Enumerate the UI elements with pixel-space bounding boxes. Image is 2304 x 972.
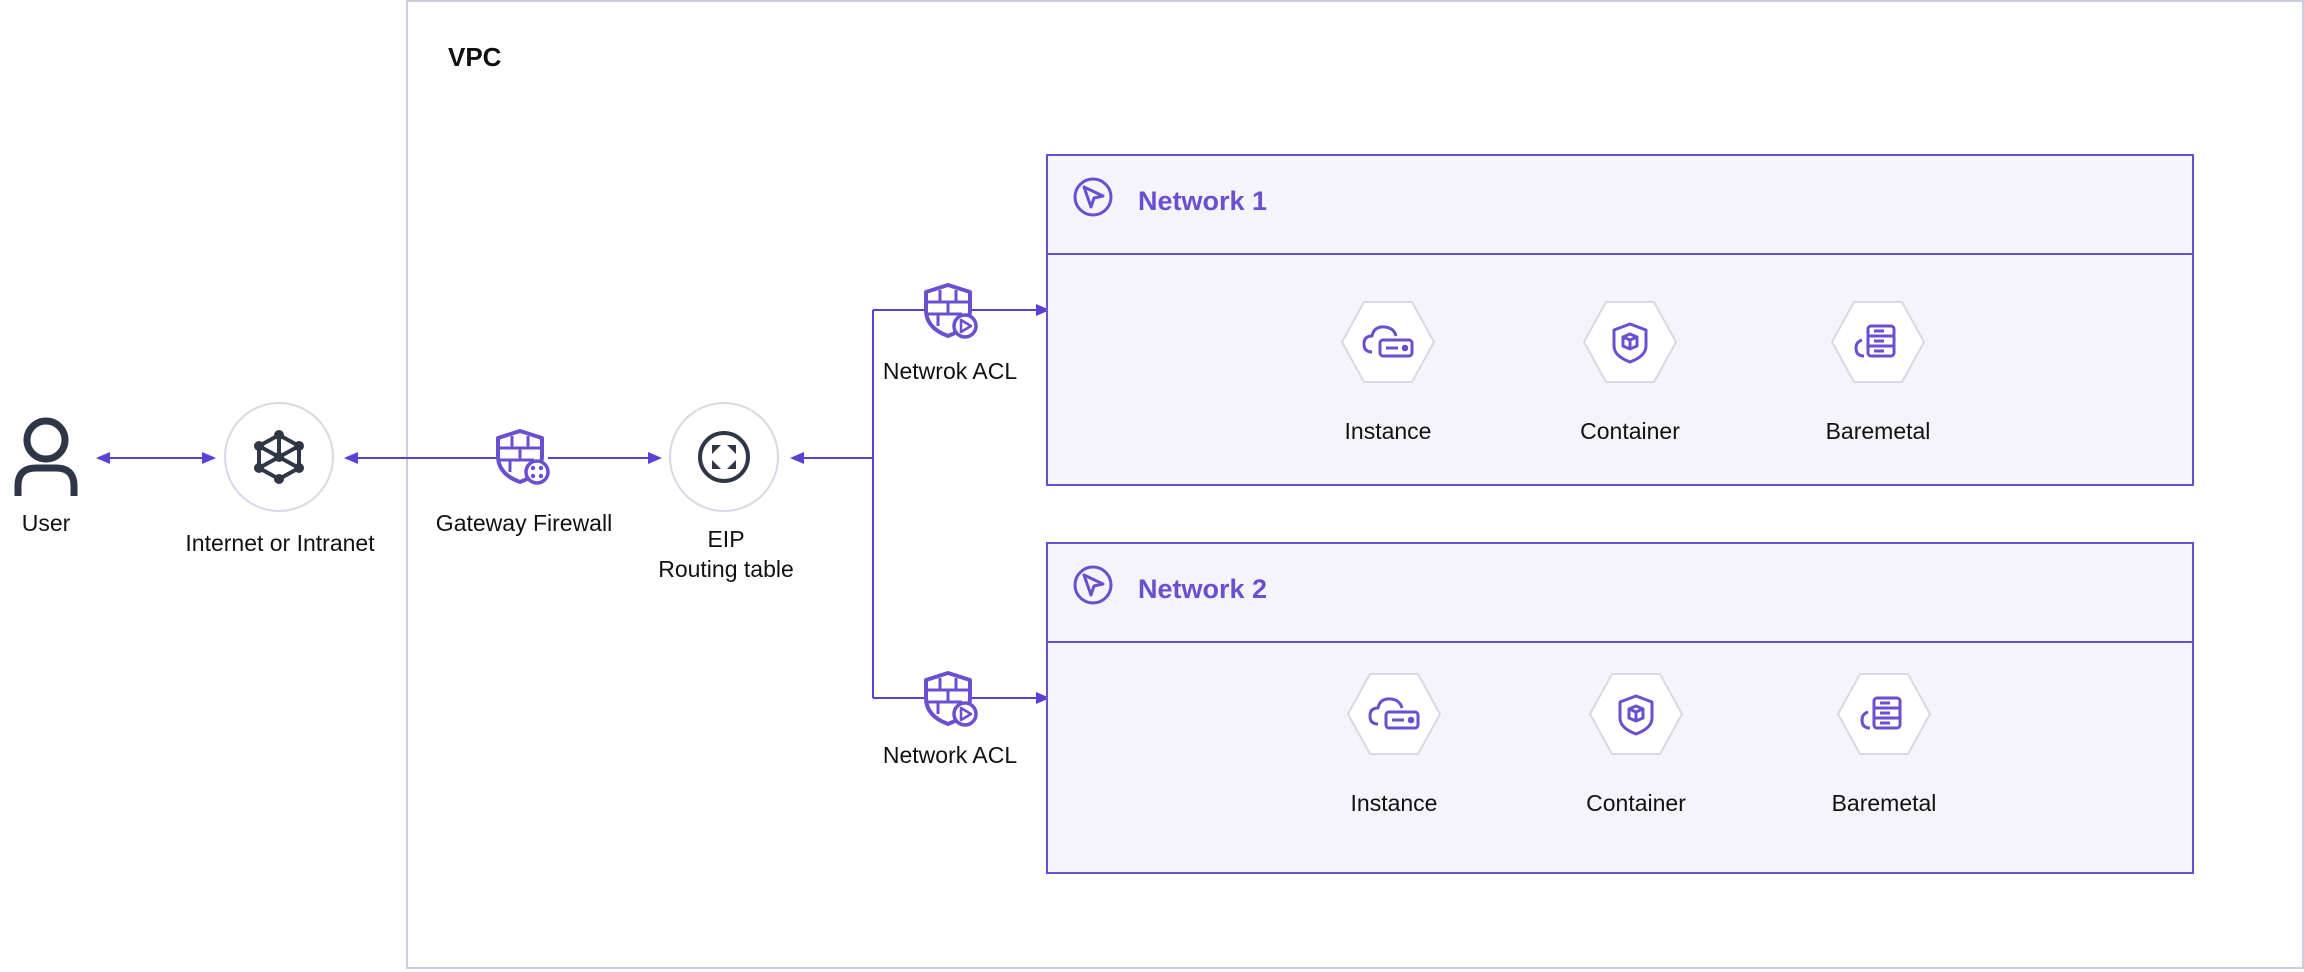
acl-bottom-label: Network ACL — [882, 742, 1018, 768]
network-2-title: Network 2 — [1138, 574, 1268, 604]
resource-label: Instance — [1344, 418, 1432, 444]
resource-label: Container — [1580, 418, 1680, 444]
subnet-cursor-icon — [1073, 177, 1113, 217]
routing-table-label: Routing table — [658, 556, 794, 582]
cloud-server-icon — [1362, 325, 1414, 358]
acl-top-label: Netwrok ACL — [882, 358, 1018, 384]
vpc-title: VPC — [448, 42, 502, 72]
eip-router-node — [669, 402, 779, 512]
gateway-firewall-label: Gateway Firewall — [435, 510, 613, 536]
resource-label: Container — [1586, 790, 1686, 816]
cloud-server-icon — [1368, 697, 1420, 730]
baremetal-node — [1830, 301, 1926, 383]
acl-shield-icon — [924, 671, 978, 727]
firewall-shield-icon — [496, 429, 550, 485]
instance-node — [1340, 301, 1436, 383]
baremetal-server-icon — [1854, 324, 1896, 358]
network-1-title: Network 1 — [1138, 186, 1268, 216]
user-icon — [14, 417, 78, 496]
internet-node — [224, 402, 334, 512]
container-box-icon — [1612, 322, 1648, 364]
subnet-cursor-icon — [1073, 565, 1113, 605]
network-1-header: Network 1 — [1048, 156, 2192, 255]
vpc-container — [406, 0, 2304, 969]
network-2-header: Network 2 — [1048, 544, 2192, 643]
resource-label: Baremetal — [1825, 418, 1931, 444]
baremetal-server-icon — [1860, 696, 1902, 730]
router-icon — [698, 431, 750, 483]
container-box-icon — [1618, 694, 1654, 736]
resource-label: Baremetal — [1831, 790, 1937, 816]
container-node — [1588, 673, 1684, 755]
acl-shield-icon — [924, 283, 978, 339]
eip-label: EIP — [707, 526, 745, 552]
resource-label: Instance — [1350, 790, 1438, 816]
internet-label: Internet or Intranet — [185, 530, 375, 556]
network-mesh-icon — [254, 430, 304, 484]
instance-node — [1346, 673, 1442, 755]
user-label: User — [21, 510, 71, 536]
container-node — [1582, 301, 1678, 383]
baremetal-node — [1836, 673, 1932, 755]
